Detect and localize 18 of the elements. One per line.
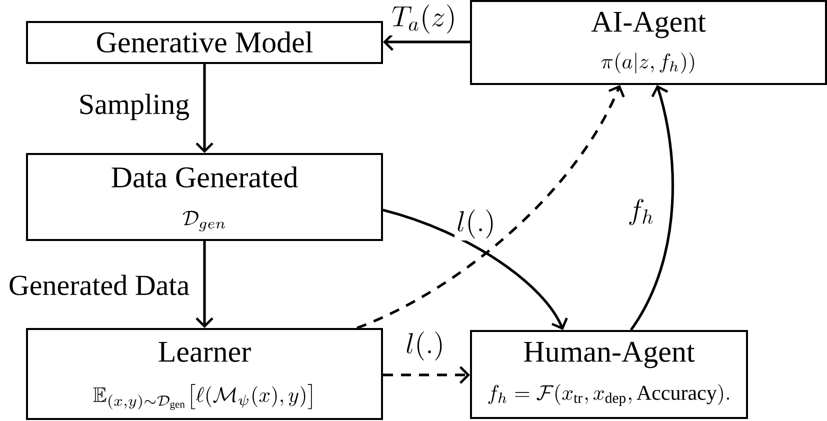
process-box: Human-Agent $f_h = \mathcal{F}(x_{\text{tr}}, x_{\text{dep}}, \text{Accuracy}).$: [470, 330, 748, 419]
arrow: [382, 208, 568, 330]
arrow: [383, 366, 470, 384]
edge-label: Generated Data: [6, 272, 192, 298]
edge-label: $l(.)$: [403, 329, 447, 362]
process-box: AI-Agent $\pi(a|z, f_h))$: [470, 0, 827, 85]
edge-label: Sampling: [76, 92, 192, 122]
arrow: [630, 85, 674, 331]
arrow: [196, 64, 214, 153]
process-box: Learner $\mathbb{E}_{(x,y)\sim\mathcal{D}_{\text{gen}}}\big[\ell(\mathcal{M}_{\psi}(x), y)\big]$: [26, 328, 383, 420]
edge-label: $T_a(z)$: [390, 2, 458, 36]
edge-label: $l(.)$: [454, 208, 498, 240]
process-box: Generative Model: [26, 21, 383, 64]
edge-label: $f_h$: [626, 197, 656, 227]
arrow: [383, 33, 470, 51]
arrow: [356, 84, 625, 330]
arrow: [196, 241, 214, 328]
process-box: Data Generated $\mathcal{D}_{gen}$: [26, 152, 383, 241]
